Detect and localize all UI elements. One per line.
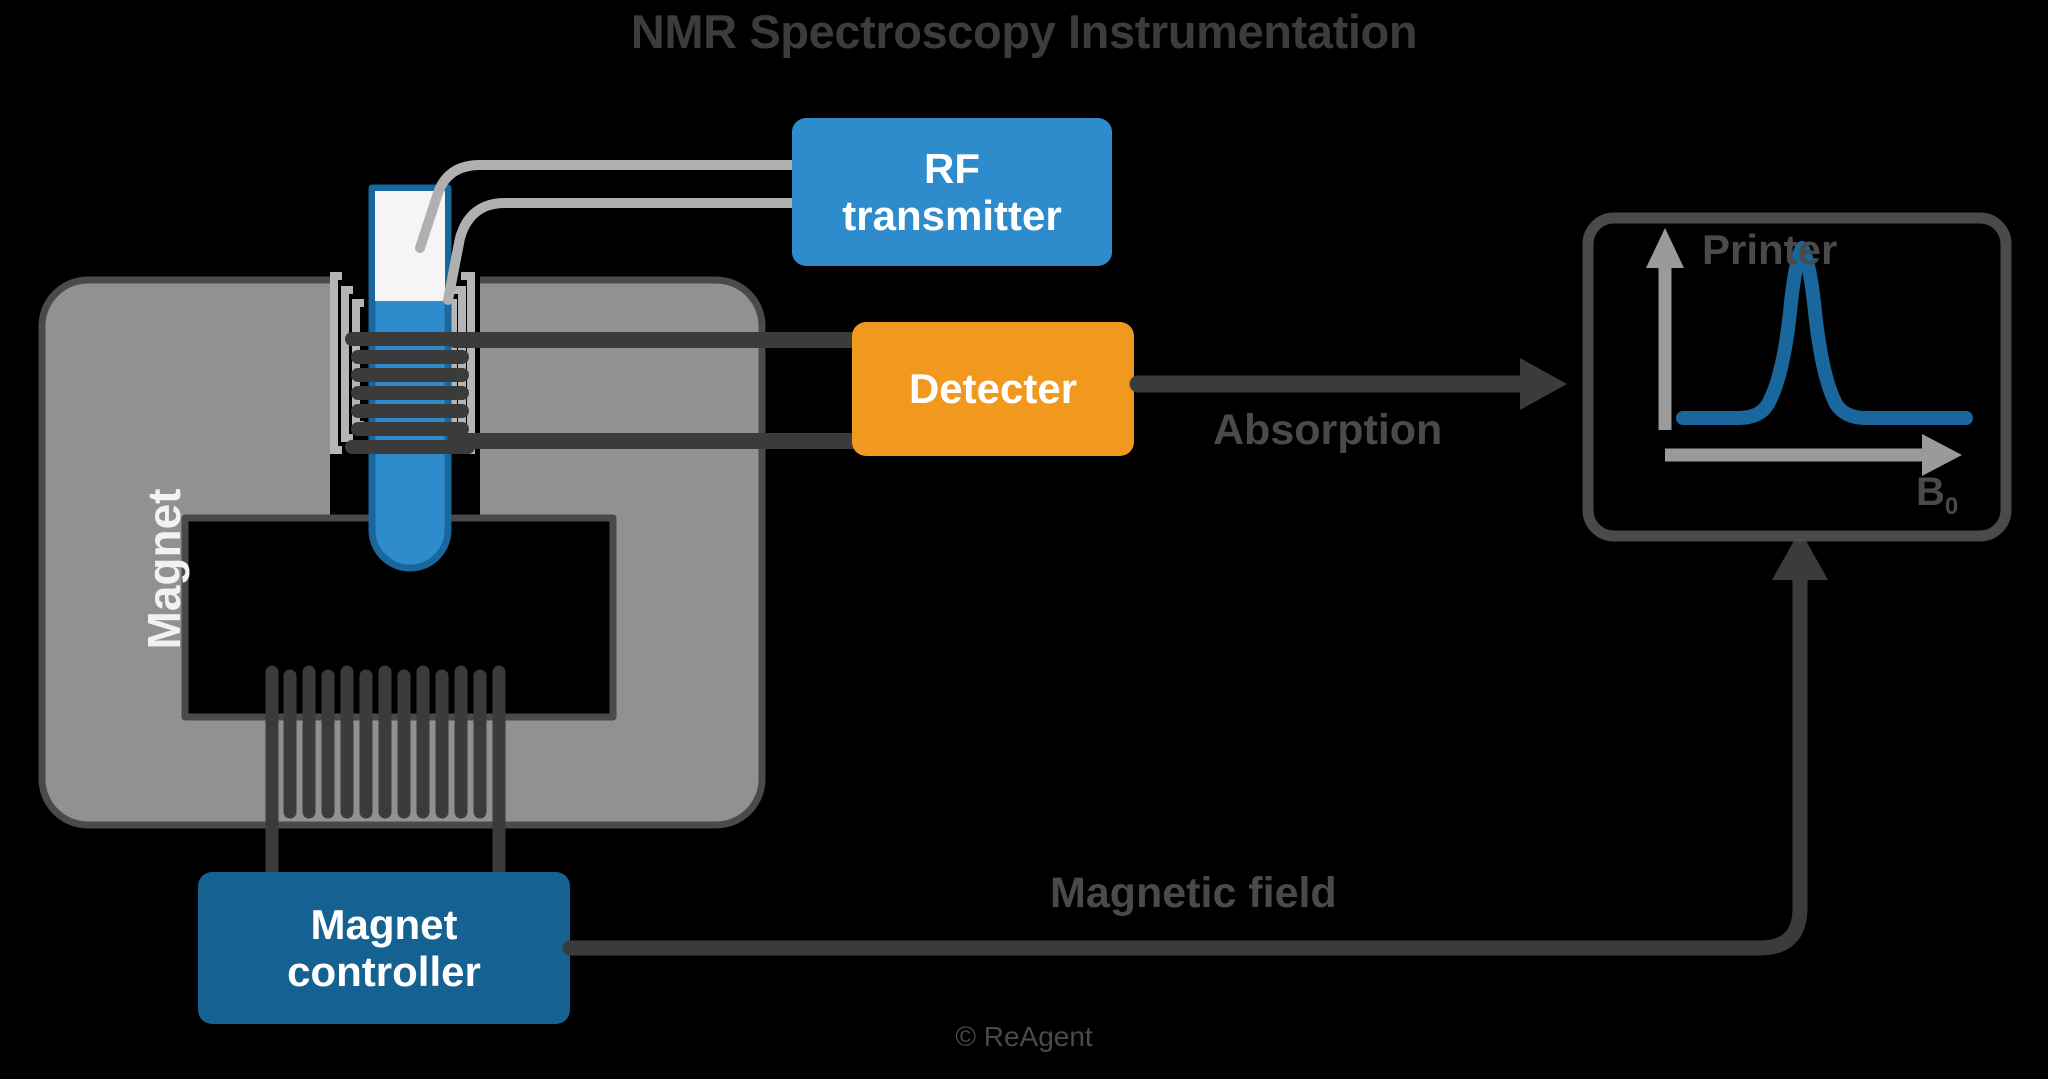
magnet-label: Magnet: [138, 488, 190, 650]
absorption-label: Absorption: [1213, 406, 1443, 454]
printer-panel[interactable]: [1582, 212, 2012, 542]
magnetic-field-label: Magnetic field: [1050, 869, 1337, 917]
b0-axis-label-main: B: [1916, 470, 1945, 514]
rf-transmitter-wires: [415, 160, 800, 305]
detector-wires: [447, 332, 868, 449]
magnet-coil: [265, 665, 506, 882]
printer-y-axis: [1646, 228, 1684, 430]
rf-wire-2: [443, 198, 800, 305]
spectrum-trace: [1676, 241, 1973, 425]
magnet-controller-box[interactable]: [198, 872, 570, 1024]
printer-label: Printer: [1702, 226, 1838, 273]
b0-axis-label-sub: 0: [1944, 493, 1959, 520]
rf-wire-1: [415, 160, 800, 253]
b0-axis-label: B0: [1916, 470, 1958, 521]
page-title: NMR Spectroscopy Instrumentation: [630, 5, 1418, 58]
absorption-arrow: [1129, 358, 1567, 410]
printer-x-axis: [1665, 434, 1962, 476]
magnetic-field-arrow: [562, 530, 1828, 956]
rf-transmitter-box[interactable]: [792, 118, 1112, 266]
copyright-credit: © ReAgent: [955, 1021, 1093, 1052]
magnet-lower-cutout: [181, 514, 617, 721]
detector-box[interactable]: [852, 322, 1134, 456]
rf-coil: [345, 332, 475, 454]
